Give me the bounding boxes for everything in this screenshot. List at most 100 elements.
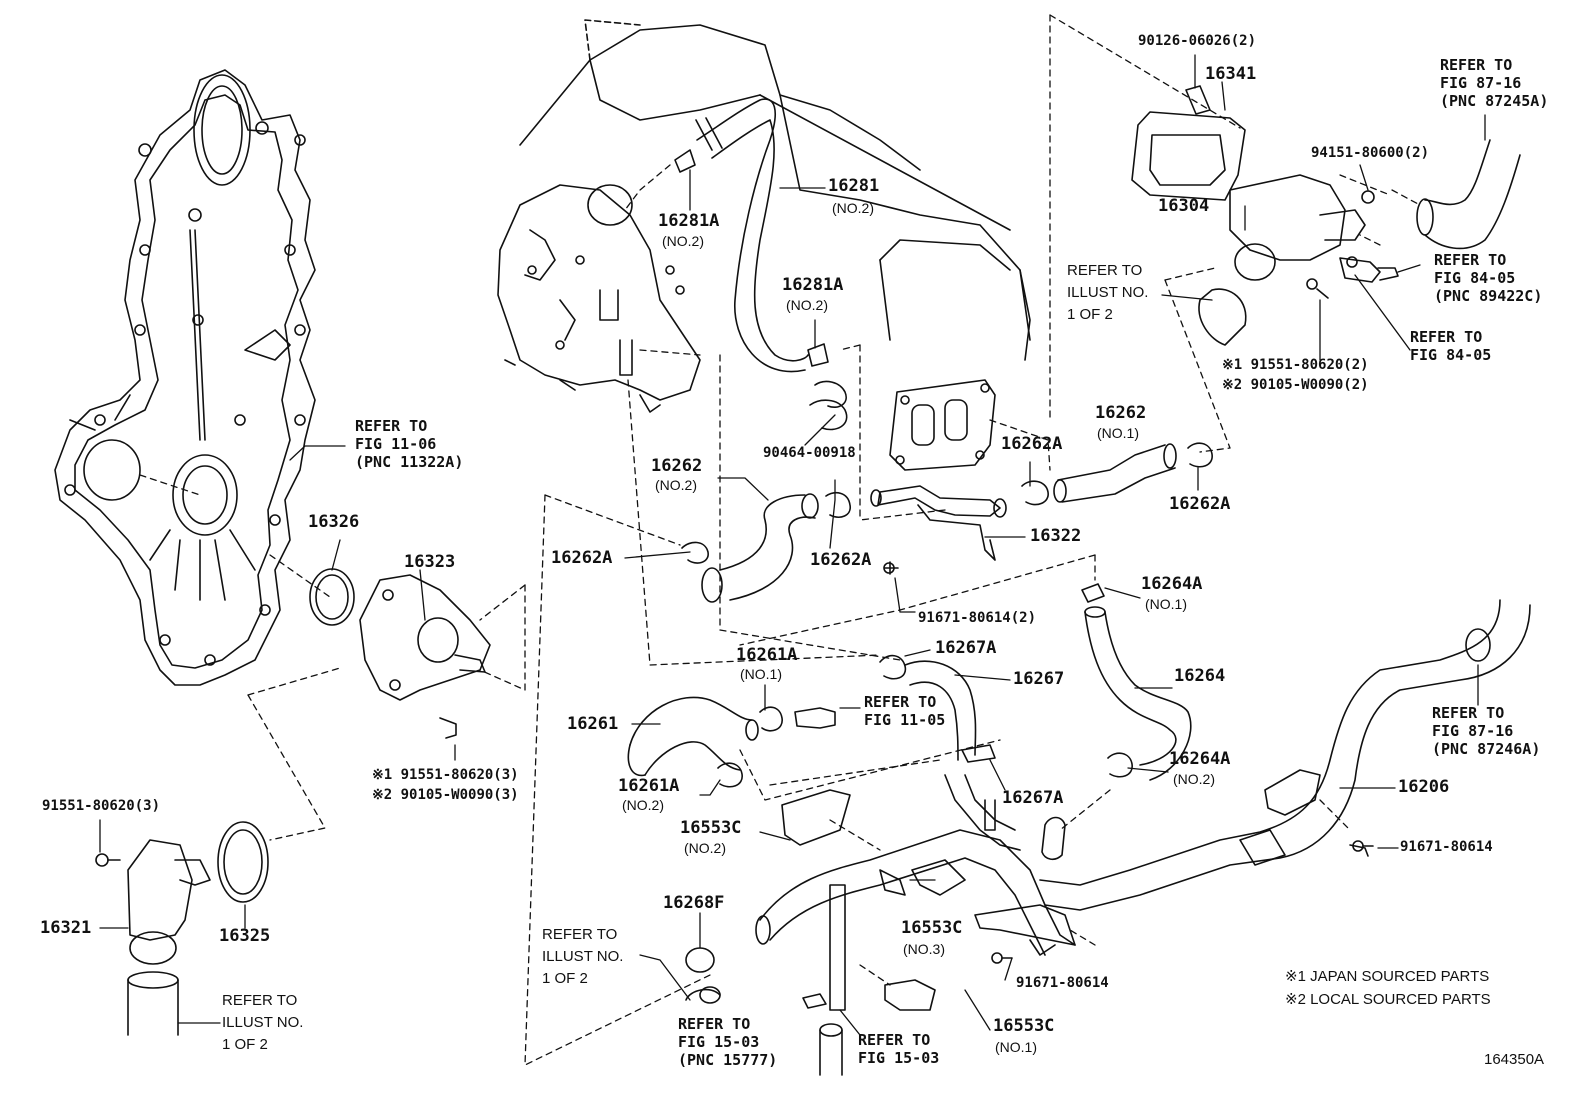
label-16325: 16325 bbox=[219, 926, 271, 946]
ref-fig-87-16-a-l2: FIG 87-16 bbox=[1440, 74, 1522, 92]
ref-fig-87-16-b-l3: (PNC 87246A) bbox=[1432, 740, 1541, 758]
label-16262-no2: 16262 bbox=[651, 456, 703, 476]
ref-fig-87-16-a-l3: (PNC 87245A) bbox=[1440, 92, 1549, 110]
ref-fig-11-05: REFER TO FIG 11-05 bbox=[864, 693, 945, 729]
label-91671-80614-b: 91671-80614 bbox=[1400, 839, 1493, 855]
label-16262A-d: 16262A bbox=[551, 548, 613, 568]
ref-fig-11-06-l1: REFER TO bbox=[355, 417, 428, 435]
note-local-sourced: ※2 LOCAL SOURCED PARTS bbox=[1285, 991, 1491, 1008]
hose-bottom-left bbox=[685, 986, 721, 1004]
label-16553C-no2: 16553C bbox=[680, 818, 742, 838]
ref-illust-middle-l3: 1 OF 2 bbox=[542, 970, 588, 987]
label-16281A-lower-no2: (NO.2) bbox=[786, 297, 828, 313]
label-16553C-no3-sub: (NO.3) bbox=[903, 941, 945, 957]
ref-fig-15-03-a: REFER TO FIG 15-03 (PNC 15777) bbox=[678, 1015, 777, 1069]
hose-16281 bbox=[674, 98, 809, 373]
water-inlet-16321 bbox=[95, 821, 269, 1036]
ref-fig-87-16-a-l1: REFER TO bbox=[1440, 56, 1513, 74]
ref-fig-15-03-a-l3: (PNC 15777) bbox=[678, 1051, 778, 1069]
ref-fig-84-05-a-l1: REFER TO bbox=[1434, 251, 1507, 269]
ref-fig-11-06: REFER TO FIG 11-06 (PNC 11322A) bbox=[355, 417, 463, 471]
ref-fig-84-05-a-l2: FIG 84-05 bbox=[1434, 269, 1516, 287]
label-16261A-no2: 16261A bbox=[618, 776, 680, 796]
ref-illust-lower-l3: 1 OF 2 bbox=[222, 1036, 268, 1053]
label-16304: 16304 bbox=[1158, 196, 1210, 216]
ref-fig-87-16-b: REFER TO FIG 87-16 (PNC 87246A) bbox=[1432, 704, 1540, 758]
hose-16262-no2 bbox=[681, 491, 851, 603]
ref-illust-lower-l2: ILLUST NO. bbox=[222, 1014, 304, 1031]
label-16553C-no2-sub: (NO.2) bbox=[684, 840, 726, 856]
label-16262A-c: 16262A bbox=[810, 550, 872, 570]
ref-fig-15-03-b-l1: REFER TO bbox=[858, 1031, 931, 1049]
ref-fig-11-05-l1: REFER TO bbox=[864, 693, 937, 711]
ref-fig-15-03-a-l1: REFER TO bbox=[678, 1015, 751, 1033]
label-16261A-no1-sub: (NO.1) bbox=[740, 666, 782, 682]
ref-fig-11-06-l3: (PNC 11322A) bbox=[355, 453, 464, 471]
label-16262-no2-sub: (NO.2) bbox=[655, 477, 697, 493]
clamp-16268F bbox=[685, 947, 715, 973]
lower-pipe-assembly bbox=[755, 774, 1076, 1011]
ref-illust-lower-l1: REFER TO bbox=[222, 992, 298, 1009]
note-japan-sourced: ※1 JAPAN SOURCED PARTS bbox=[1285, 968, 1490, 985]
pipe-16206 bbox=[1039, 599, 1531, 911]
label-16321: 16321 bbox=[40, 918, 92, 938]
ref-fig-84-05-a: REFER TO FIG 84-05 (PNC 89422C) bbox=[1434, 251, 1542, 305]
label-16267A-upper: 16267A bbox=[935, 638, 997, 658]
ref-fig-11-05-l2: FIG 11-05 bbox=[864, 711, 946, 729]
label-j1-upper: ※1 91551-80620(2) bbox=[1222, 357, 1369, 373]
ref-fig-84-05-b: REFER TO FIG 84-05 bbox=[1410, 328, 1491, 364]
ref-fig-84-05-b-l2: FIG 84-05 bbox=[1410, 346, 1492, 364]
label-16281A-upper-no2: (NO.2) bbox=[662, 233, 704, 249]
water-inlet-16323 bbox=[309, 568, 491, 739]
ref-fig-11-06-l2: FIG 11-06 bbox=[355, 435, 437, 453]
label-16264A-no1-sub: (NO.1) bbox=[1145, 596, 1187, 612]
dashed-boundaries bbox=[139, 14, 1421, 1066]
label-j1-lower: ※1 91551-80620(3) bbox=[372, 767, 519, 783]
timing-chain-cover bbox=[54, 69, 316, 686]
label-16262-no1-sub: (NO.1) bbox=[1097, 425, 1139, 441]
label-91671-80614-a: 91671-80614 bbox=[1016, 975, 1109, 991]
label-16322: 16322 bbox=[1030, 526, 1082, 546]
label-16553C-no1: 16553C bbox=[993, 1016, 1055, 1036]
label-16264: 16264 bbox=[1174, 666, 1226, 686]
label-16261: 16261 bbox=[567, 714, 619, 734]
ref-illust-upper-l3: 1 OF 2 bbox=[1067, 306, 1113, 323]
label-16326: 16326 bbox=[308, 512, 360, 532]
ref-illust-upper-l1: REFER TO bbox=[1067, 262, 1143, 279]
engine-block-outline bbox=[519, 19, 1031, 361]
clamps-16281A bbox=[807, 343, 848, 431]
ref-fig-15-03-b-l2: FIG 15-03 bbox=[858, 1049, 940, 1067]
ref-fig-87-16-b-l1: REFER TO bbox=[1432, 704, 1505, 722]
water-pump-assembly bbox=[497, 184, 701, 413]
label-90464-00918: 90464-00918 bbox=[763, 445, 856, 461]
label-16264A-no2-sub: (NO.2) bbox=[1173, 771, 1215, 787]
ref-illust-lower: REFER TO ILLUST NO. 1 OF 2 bbox=[222, 990, 303, 1056]
label-16341: 16341 bbox=[1205, 64, 1257, 84]
hose-16267 bbox=[879, 654, 996, 763]
ref-fig-15-03-a-l2: FIG 15-03 bbox=[678, 1033, 760, 1051]
label-16206: 16206 bbox=[1398, 777, 1450, 797]
label-16281: 16281 bbox=[828, 176, 880, 196]
ref-fig-87-16-b-l2: FIG 87-16 bbox=[1432, 722, 1514, 740]
ref-fig-84-05-b-l1: REFER TO bbox=[1410, 328, 1483, 346]
label-j2-upper: ※2 90105-W0090(2) bbox=[1222, 377, 1369, 393]
ref-fig-84-05-a-l3: (PNC 89422C) bbox=[1434, 287, 1543, 305]
label-j2-lower: ※2 90105-W0090(3) bbox=[372, 787, 519, 803]
label-91671-80614-2: 91671-80614(2) bbox=[918, 610, 1037, 626]
figure-id: 164350A bbox=[1484, 1051, 1545, 1068]
pipe-16322 bbox=[870, 485, 1007, 561]
leader-lines bbox=[99, 54, 1486, 1036]
label-16553C-no1-sub: (NO.1) bbox=[995, 1039, 1037, 1055]
label-16281-no2: (NO.2) bbox=[832, 200, 874, 216]
ref-fig-15-03-b: REFER TO FIG 15-03 bbox=[858, 1031, 939, 1067]
label-16267: 16267 bbox=[1013, 669, 1065, 689]
legend-notes: ※1 JAPAN SOURCED PARTS ※2 LOCAL SOURCED … bbox=[1285, 965, 1491, 1011]
hose-16264 bbox=[1081, 583, 1192, 781]
label-16268F: 16268F bbox=[663, 893, 725, 913]
ref-illust-upper: REFER TO ILLUST NO. 1 OF 2 bbox=[1067, 260, 1148, 326]
label-16261A-no2-sub: (NO.2) bbox=[622, 797, 664, 813]
pipe-bottom-center bbox=[802, 979, 936, 1076]
outlet-gasket bbox=[889, 379, 996, 471]
label-16262-no1: 16262 bbox=[1095, 403, 1147, 423]
